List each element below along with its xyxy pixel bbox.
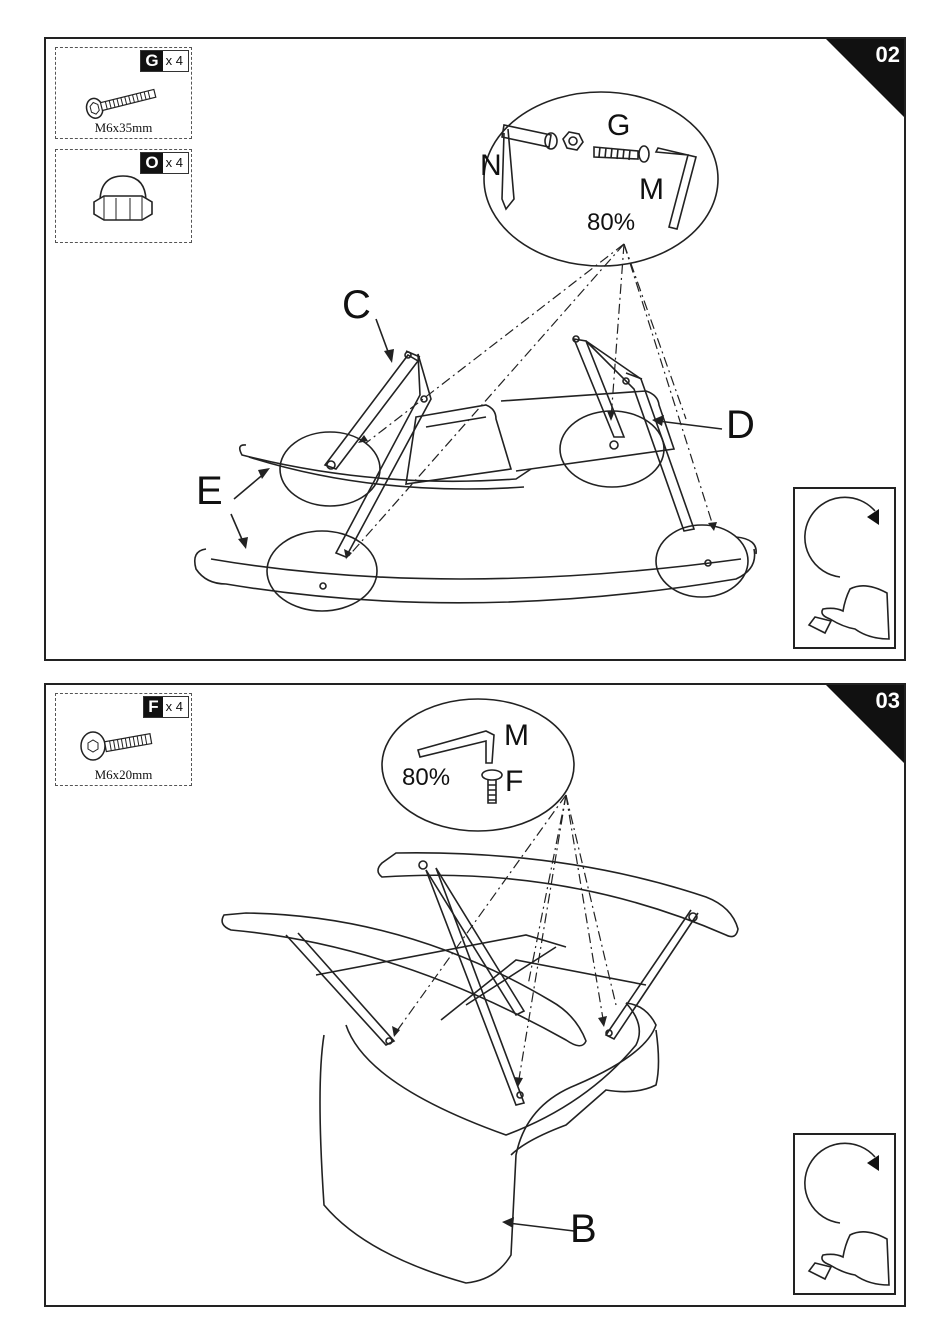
rotate-clockwise-box bbox=[793, 487, 896, 649]
tighten-percent: 80% bbox=[587, 209, 635, 237]
armrest-assembly-diagram bbox=[46, 685, 906, 1307]
tool-label-m: M bbox=[504, 719, 529, 753]
part-label-b: B bbox=[570, 1207, 597, 1252]
tool-label-n: N bbox=[480, 149, 502, 183]
step-02-panel: 02 G x 4 M6x35mm O x 4 bbox=[44, 37, 906, 661]
rocking-chair-legs-diagram bbox=[46, 39, 906, 661]
part-label-e: E bbox=[196, 469, 223, 514]
rotate-clockwise-icon bbox=[795, 489, 898, 651]
part-label-d: D bbox=[726, 403, 755, 448]
tighten-percent: 80% bbox=[402, 764, 450, 792]
part-label-c: C bbox=[342, 283, 371, 328]
tool-label-m: M bbox=[639, 173, 664, 207]
tool-label-f: F bbox=[505, 765, 523, 799]
rotate-clockwise-box bbox=[793, 1133, 896, 1295]
tool-label-g: G bbox=[607, 109, 630, 143]
step-03-panel: 03 F x 4 M6x20mm bbox=[44, 683, 906, 1307]
rotate-clockwise-icon bbox=[795, 1135, 898, 1297]
